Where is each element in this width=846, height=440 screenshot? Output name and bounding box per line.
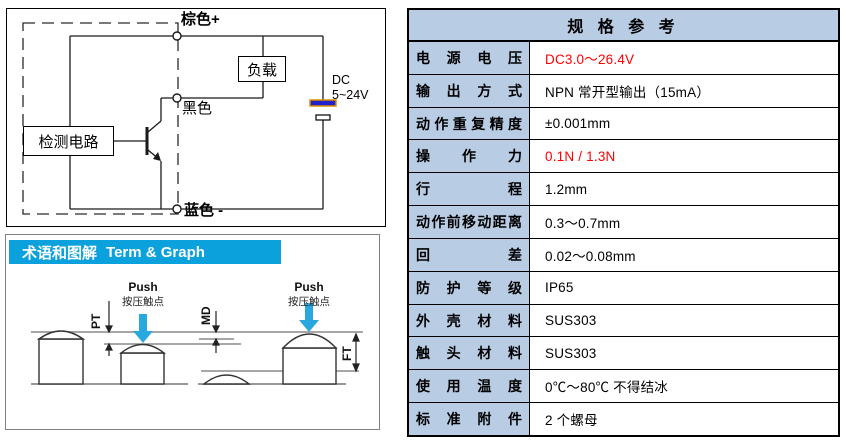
plunger-free-body	[38, 338, 84, 385]
terminal-blue	[172, 204, 182, 214]
plunger-free-dome	[36, 330, 86, 340]
spec-row-value: ±0.001mm	[545, 116, 611, 132]
plunger-operate-dome	[118, 343, 167, 354]
spec-row-value: 0.1N / 1.3N	[545, 148, 616, 164]
spec-row-label: 电 源 电 压	[409, 42, 530, 74]
plunger-ft-body	[282, 347, 337, 385]
plunger-operate-body	[120, 352, 165, 385]
battery-positive-plate	[309, 99, 337, 107]
spec-row-label: 动 作 重 复 精 度	[409, 107, 530, 140]
term-graph-header: 术语和图解 Term & Graph	[9, 240, 281, 264]
detect-circuit-box: 检测电路	[23, 126, 114, 156]
wire-label-blue-minus: 蓝色 -	[184, 202, 224, 219]
push-label: Push	[294, 280, 323, 294]
spec-row: 防 护 等 级 IP65	[409, 270, 838, 304]
term-graph-title-en: Term & Graph	[106, 243, 205, 261]
spec-row: 使 用 温 度 0℃～80℃ 不得结冰	[409, 369, 838, 403]
spec-row-value: 2 个螺母	[545, 413, 598, 429]
spec-row-value: NPN 常开型输出（15mA）	[545, 84, 711, 100]
spec-row-value: 0.02～0.08mm	[545, 248, 636, 264]
term-graph-panel: 术语和图解 Term & Graph	[5, 234, 380, 430]
spec-row-label: 防 护 等 级	[409, 271, 530, 304]
push-arrow-icon	[133, 314, 153, 343]
terminal-black	[172, 93, 182, 103]
push-sub-label: 按压触点	[122, 295, 164, 308]
spec-table: 规 格 参 考 电 源 电 压 DC3.0～26.4V 输 出 方 式 NPN …	[407, 8, 840, 437]
term-graph-drawing: PT MD FT Push 按压触点 Push 按压触点	[31, 280, 363, 385]
spec-row-label: 输 出 方 式	[409, 74, 530, 107]
spec-row: 动 作 重 复 精 度 ±0.001mm	[409, 106, 838, 140]
plunger-bottomed-dome	[202, 374, 251, 385]
spec-row-label: 触 头 材 料	[409, 337, 530, 370]
spec-row: 电 源 电 压 DC3.0～26.4V	[409, 41, 838, 74]
push-sub-label: 按压触点	[288, 295, 330, 308]
spec-row-value: IP65	[545, 280, 574, 296]
spec-row-label: 外 壳 材 料	[409, 304, 530, 337]
spec-row: 回 差 0.02～0.08mm	[409, 237, 838, 271]
spec-row-value: SUS303	[545, 345, 597, 361]
spec-row-label: 操 作 力	[409, 140, 530, 173]
spec-row-value: DC3.0～26.4V	[545, 51, 635, 67]
push-arrow-icon	[299, 303, 319, 332]
spec-row-label: 行 程	[409, 173, 530, 206]
md-dimension-label: MD	[199, 306, 213, 325]
wire-label-black: 黑色	[182, 100, 213, 117]
wire-terminals	[172, 31, 182, 214]
spec-row-value: 0.3～0.7mm	[545, 216, 621, 232]
load-box: 负载	[238, 56, 286, 82]
spec-row: 操 作 力 0.1N / 1.3N	[409, 139, 838, 173]
ft-dimension-label: FT	[340, 346, 354, 361]
pt-dimension-label: PT	[89, 313, 103, 329]
spec-row: 外 壳 材 料 SUS303	[409, 303, 838, 337]
term-graph-title-zh: 术语和图解	[22, 244, 98, 262]
battery-negative-plate	[315, 114, 331, 121]
spec-row: 标 准 附 件 2 个螺母	[409, 402, 838, 435]
spec-table-title: 规 格 参 考	[409, 10, 838, 41]
circuit-wiring-drawing	[22, 22, 337, 215]
spec-row-value: 0℃～80℃ 不得结冰	[545, 380, 668, 396]
transistor-emitter-arrow	[153, 152, 161, 161]
spec-row-label: 使 用 温 度	[409, 370, 530, 403]
wire-label-brown-plus: 棕色+	[181, 11, 220, 28]
spec-row-value: SUS303	[545, 313, 597, 329]
dc-voltage-text: 5~24V	[332, 88, 369, 102]
dc-text: DC	[332, 73, 351, 87]
terminal-brown	[172, 31, 182, 41]
spec-row: 动作前移动距离 0.3～0.7mm	[409, 205, 838, 238]
sensor-boundary-dashed-box	[22, 22, 179, 215]
spec-row: 触 头 材 料 SUS303	[409, 336, 838, 370]
plunger-ft-dome	[281, 333, 338, 349]
circuit-diagram-panel: 棕色+ 负载 黑色 DC 5~24V 检测电路 蓝色 -	[6, 8, 386, 227]
plunger-shapes	[36, 330, 338, 385]
spec-row-label: 回 差	[409, 238, 530, 271]
dimension-marks	[105, 301, 360, 373]
spec-row-value: 1.2mm	[545, 181, 588, 197]
spec-row-label: 动作前移动距离	[409, 206, 530, 238]
spec-row-label: 标 准 附 件	[409, 403, 530, 435]
spec-row: 行 程 1.2mm	[409, 172, 838, 206]
spec-row: 输 出 方 式 NPN 常开型输出（15mA）	[409, 73, 838, 107]
push-label: Push	[128, 280, 157, 294]
dc-supply-label: DC 5~24V	[332, 73, 369, 103]
